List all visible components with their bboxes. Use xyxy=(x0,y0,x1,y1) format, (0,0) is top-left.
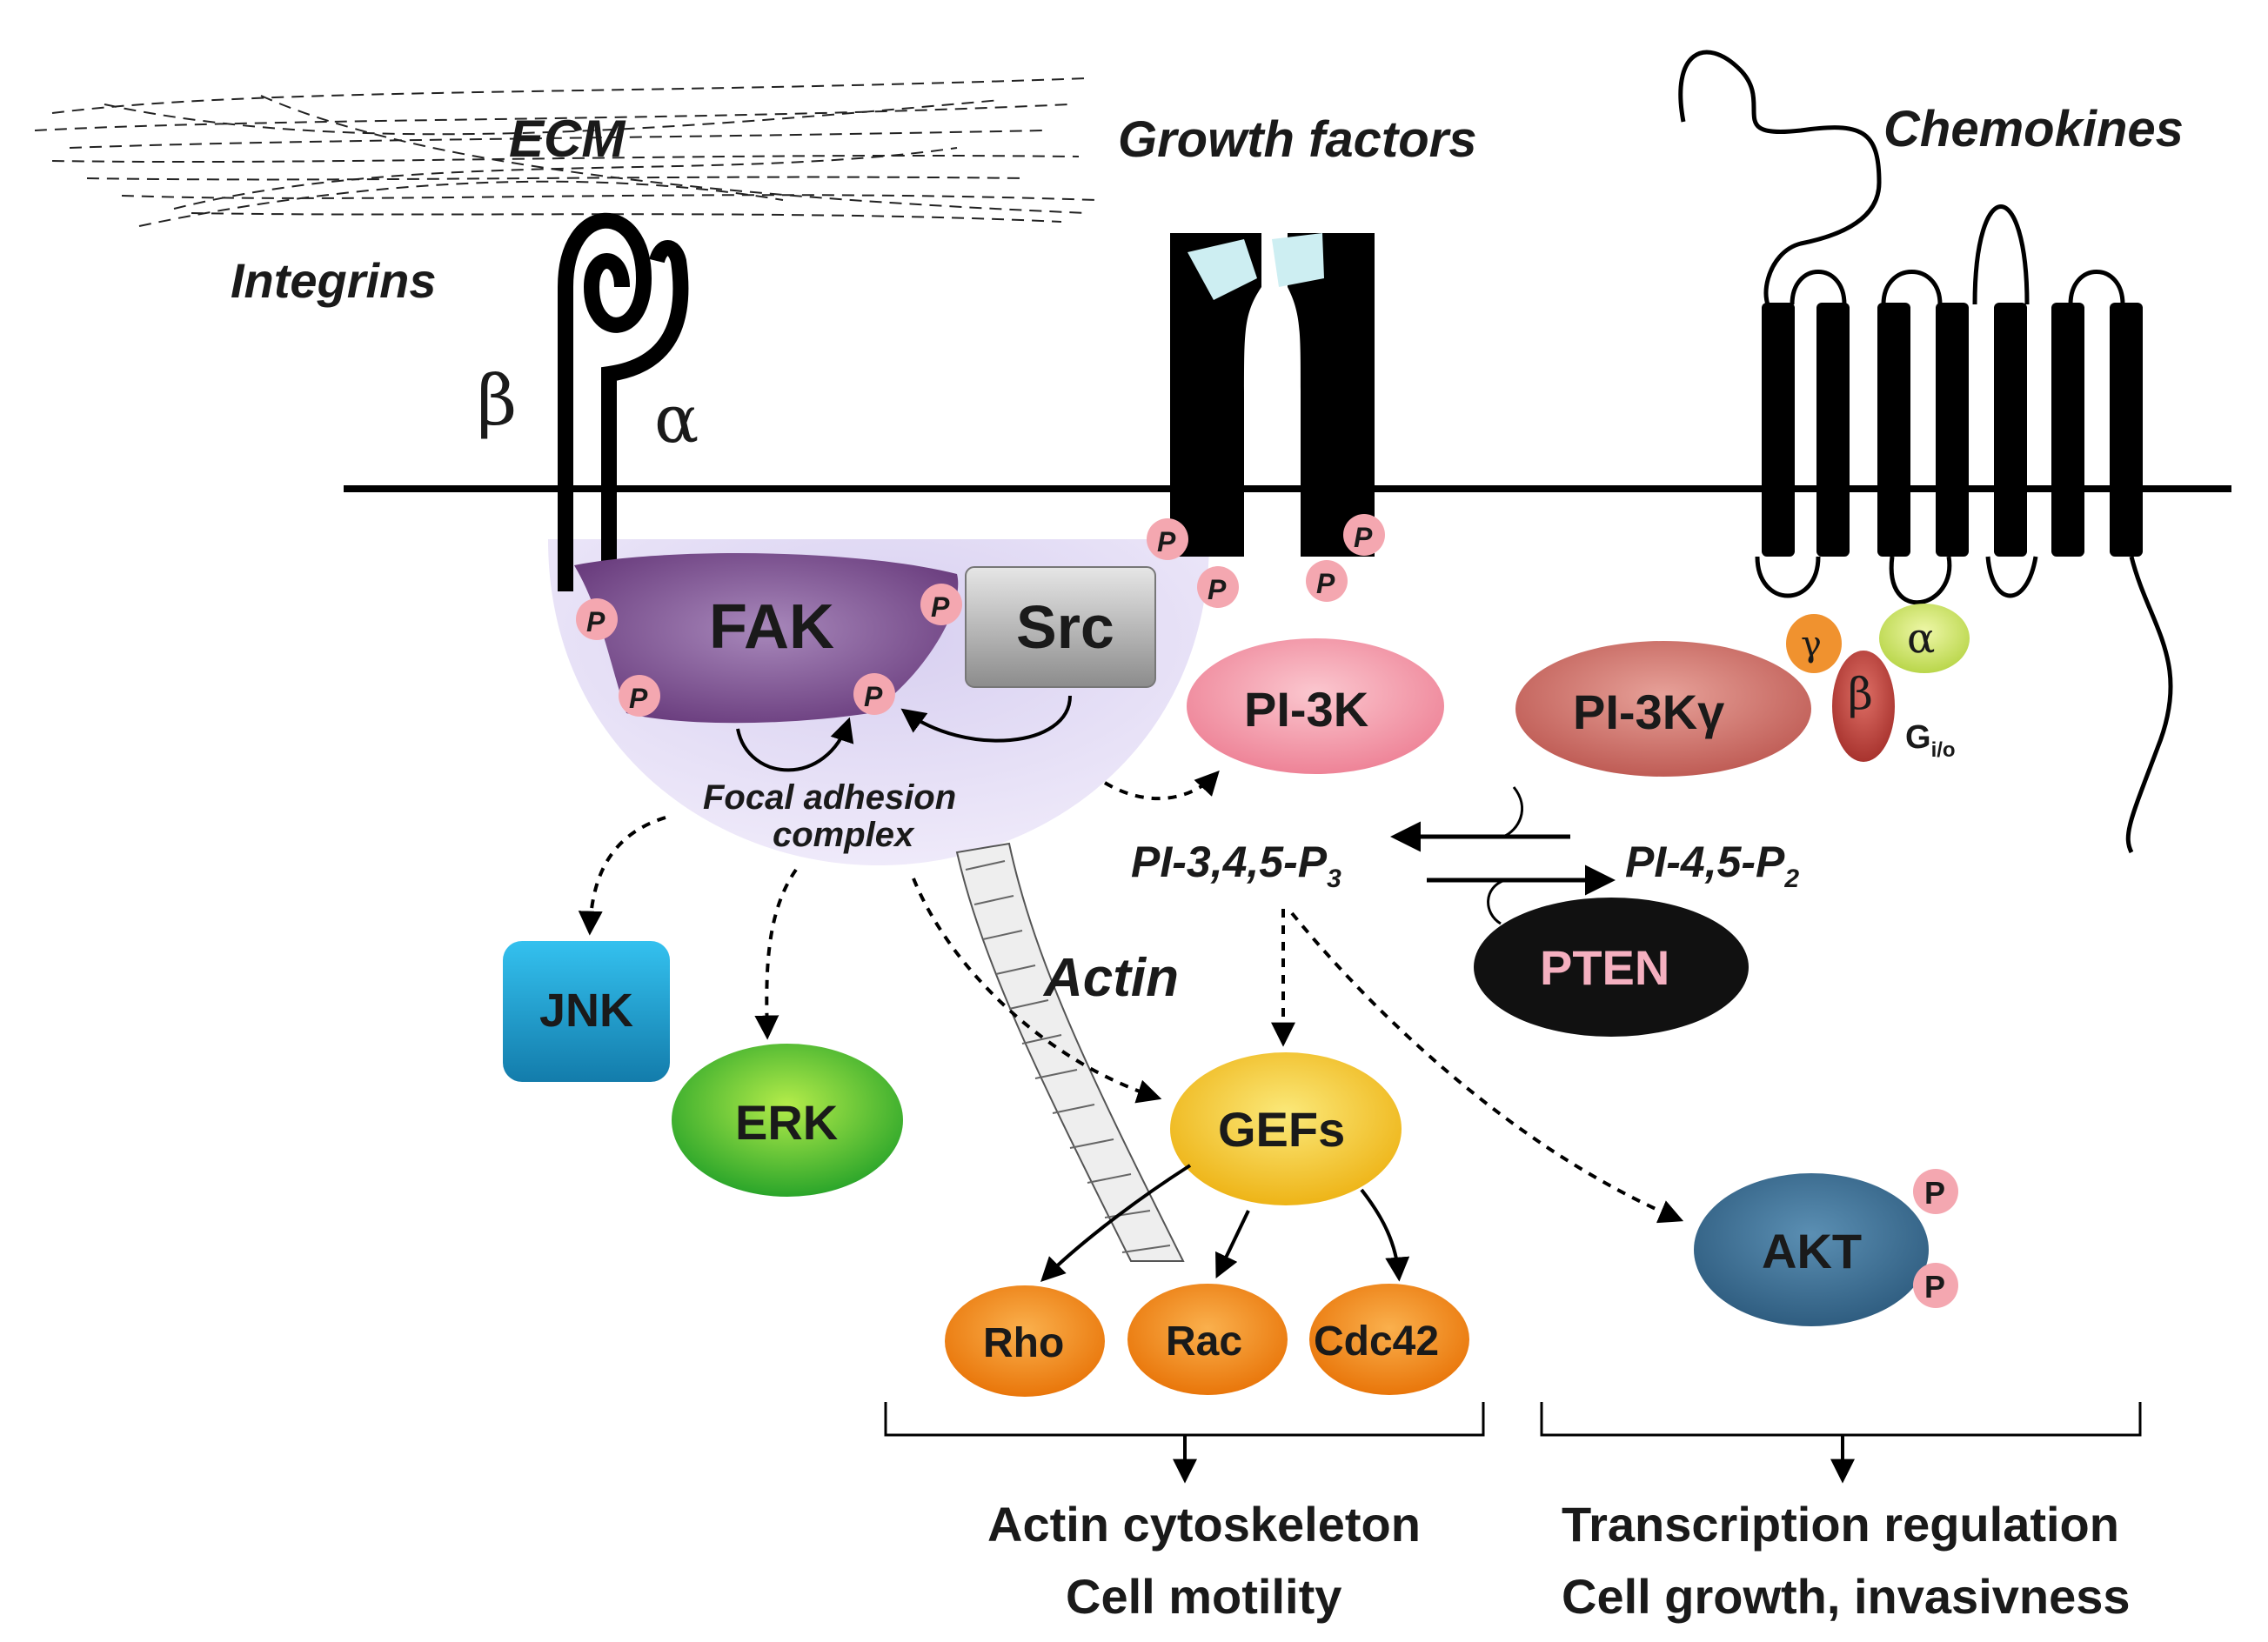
g-alpha-label: α xyxy=(1907,614,1935,663)
src-phosphorylation-arrow xyxy=(900,695,1072,743)
g-alpha-subunit xyxy=(1879,604,1970,673)
gefs-to-rac-arrow xyxy=(1215,1210,1250,1279)
outcome-left-line1: Actin cytoskeleton xyxy=(987,1497,1421,1552)
phospho-label: P xyxy=(931,591,950,623)
rho-label: Rho xyxy=(983,1320,1064,1366)
outcome-left-line2: Cell motility xyxy=(1066,1569,1341,1624)
rho-node xyxy=(945,1285,1105,1397)
fak-autophosphorylation-arrow xyxy=(736,717,854,772)
integrin-beta-label: β xyxy=(477,360,517,441)
phospho-sites xyxy=(576,514,1958,1308)
chemokines-label: Chemokines xyxy=(1883,101,2184,157)
rac-label: Rac xyxy=(1166,1318,1242,1365)
integrins-label: Integrins xyxy=(231,253,436,308)
pip3-label: PI-3,4,5-P3 xyxy=(1131,838,1341,893)
gefs-label: GEFs xyxy=(1218,1102,1345,1157)
pip3-subscript: 3 xyxy=(1327,864,1341,893)
phospho-label: P xyxy=(1924,1175,1945,1211)
g-gamma-label: γ xyxy=(1801,624,1822,664)
pten-catalysis-curve xyxy=(1487,878,1506,925)
phospho-labels: P P P P P P P P P P xyxy=(586,522,1945,1305)
pip3-to-akt-arrow xyxy=(1290,911,1684,1224)
ecm-label: ECM xyxy=(509,110,626,168)
growth-factors-label: Growth factors xyxy=(1118,111,1477,168)
src-protein xyxy=(965,566,1156,688)
g-beta-subunit xyxy=(1832,651,1895,762)
gefs-to-cdc42-arrow xyxy=(1360,1188,1410,1282)
actin-label: Actin xyxy=(1042,948,1179,1008)
ecm-fibers xyxy=(34,77,1097,227)
src-label: Src xyxy=(1016,593,1114,661)
phospho-label: P xyxy=(864,681,883,712)
gefs-node xyxy=(1170,1052,1402,1205)
cdc42-node xyxy=(1309,1284,1469,1395)
jnk-node xyxy=(503,941,670,1082)
actin-filament xyxy=(955,842,1185,1262)
pi3k-gamma-label: PI-3Kγ xyxy=(1573,684,1724,739)
complex-to-erk-arrow xyxy=(754,868,798,1040)
left-outcome-bracket xyxy=(884,1402,1485,1437)
integrin-alpha-label: α xyxy=(654,380,699,457)
complex-to-pi3k-arrow xyxy=(1103,770,1220,801)
phospho-label: P xyxy=(1208,574,1227,605)
pip2-subscript: 2 xyxy=(1783,864,1799,893)
focal-adhesion-label: Focal adhesion xyxy=(703,778,956,817)
pten-node xyxy=(1474,898,1749,1037)
akt-node xyxy=(1694,1173,1929,1326)
pi3k-gamma-node xyxy=(1515,641,1811,777)
g-beta-label: β xyxy=(1848,669,1873,719)
growth-factor-receptor xyxy=(1170,233,1375,557)
focal-adhesion-label-2: complex xyxy=(773,816,915,854)
erk-node xyxy=(672,1044,903,1197)
g-io-subscript: i/o xyxy=(1931,738,1956,762)
phospho-label: P xyxy=(1924,1269,1945,1305)
phospho-label: P xyxy=(1157,526,1176,557)
jnk-label: JNK xyxy=(539,985,633,1037)
gefs-to-rho-arrow xyxy=(1040,1164,1192,1282)
cdc42-label: Cdc42 xyxy=(1314,1318,1439,1365)
phospho-label: P xyxy=(1354,522,1373,553)
g-io-label: Gi/o xyxy=(1905,719,1956,762)
complex-to-jnk-arrow xyxy=(578,816,666,936)
akt-label: AKT xyxy=(1762,1224,1862,1278)
phospho-label: P xyxy=(1316,568,1335,599)
pip2-label: PI-4,5-P2 xyxy=(1625,838,1799,893)
pten-label: PTEN xyxy=(1540,940,1669,995)
outcome-right-line1: Transcription regulation xyxy=(1562,1497,2119,1552)
pi3k-gamma-catalysis-curve xyxy=(1502,786,1524,838)
pi3k-node xyxy=(1187,638,1444,774)
outcome-right-line2: Cell growth, invasivness xyxy=(1562,1569,2131,1624)
right-outcome-bracket xyxy=(1540,1402,2142,1437)
phospho-label: P xyxy=(629,683,648,714)
chemokine-receptor xyxy=(1678,50,2173,854)
rac-node xyxy=(1127,1284,1288,1395)
integrin-alpha xyxy=(601,240,689,591)
fak-label: FAK xyxy=(709,592,834,662)
integrin-beta xyxy=(558,212,652,591)
phospho-label: P xyxy=(586,606,605,637)
erk-label: ERK xyxy=(735,1095,838,1150)
pi3k-label: PI-3K xyxy=(1244,682,1368,737)
g-gamma-subunit xyxy=(1786,614,1842,673)
complex-to-gefs-arrow xyxy=(912,878,1162,1104)
